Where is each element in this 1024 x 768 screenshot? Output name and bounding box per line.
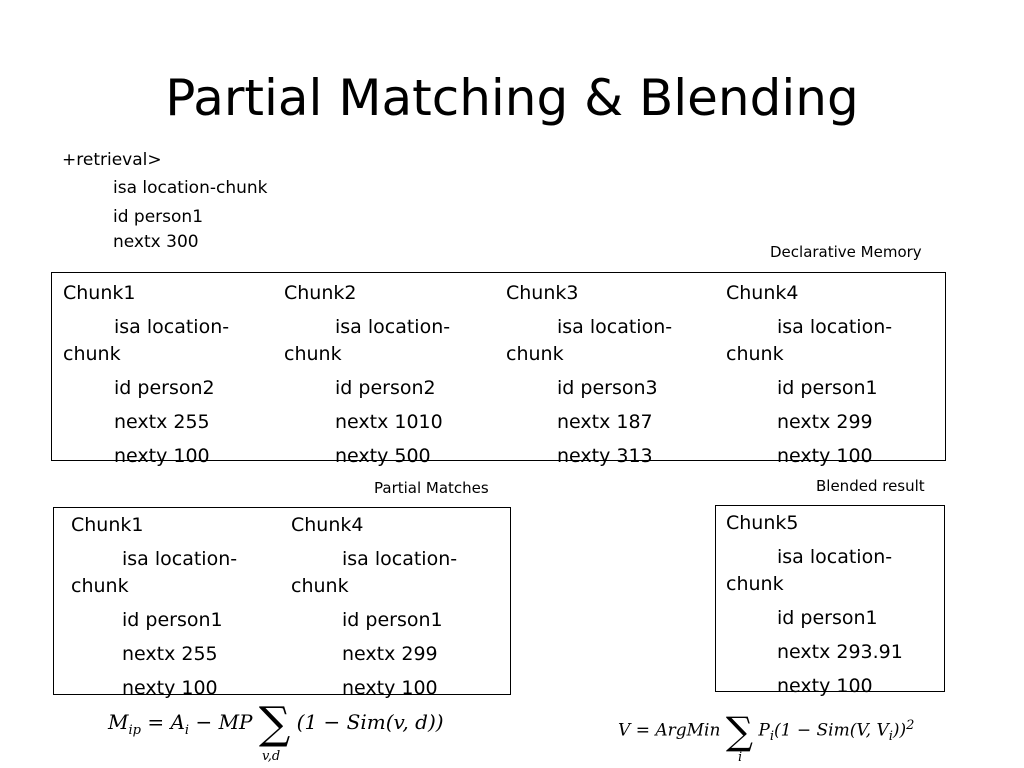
chunk-nextx: nextx 299 — [342, 643, 438, 665]
chunk-name: Chunk1 — [63, 282, 136, 304]
chunk-isa: isa location-chunk — [506, 316, 673, 365]
chunk-name: Chunk1 — [71, 514, 144, 536]
partial-matches-label: Partial Matches — [374, 479, 489, 497]
formula-v: V — [618, 720, 631, 741]
formula-p-sub: i — [769, 729, 774, 745]
formula-argmin: ArgMin — [655, 720, 721, 741]
chunk-isa: isa location-chunk — [291, 548, 458, 597]
dm-chunk3: Chunk3 isa location-chunk id person3 nex… — [506, 280, 696, 470]
chunk-nextx: nextx 187 — [557, 411, 653, 433]
formula-sum-limit: v,d — [262, 749, 281, 764]
formula-a: A — [170, 710, 185, 734]
formula-close: )) — [892, 720, 907, 741]
blending-formula: V = ArgMin ∑ Pi(1 − Sim(V, Vi))2 — [618, 706, 914, 757]
blended-result-label: Blended result — [816, 477, 925, 495]
formula-a-sub: i — [184, 723, 190, 738]
retrieval-isa: isa location-chunk — [113, 178, 268, 198]
blended-result-box — [715, 505, 945, 692]
chunk-isa: isa location-chunk — [726, 316, 893, 365]
formula-body: (1 − Sim(V, V — [774, 720, 889, 741]
chunk-nexty: nexty 100 — [777, 445, 873, 467]
declarative-memory-label: Declarative Memory — [770, 243, 922, 261]
chunk-id: id person2 — [114, 377, 215, 399]
chunk-name: Chunk3 — [506, 282, 579, 304]
pm-chunk4: Chunk4 isa location-chunk id person1 nex… — [291, 512, 491, 702]
formula-eq: = — [147, 710, 165, 734]
chunk-nexty: nexty 100 — [342, 677, 438, 699]
chunk-nextx: nextx 255 — [114, 411, 210, 433]
formula-body-sub: i — [888, 729, 893, 745]
chunk-isa: isa location-chunk — [284, 316, 451, 365]
chunk-nexty: nexty 100 — [114, 445, 210, 467]
retrieval-header: +retrieval> — [62, 150, 162, 170]
dm-chunk4: Chunk4 isa location-chunk id person1 nex… — [726, 280, 916, 470]
chunk-name: Chunk2 — [284, 282, 357, 304]
pm-chunk1: Chunk1 isa location-chunk id person1 nex… — [71, 512, 271, 702]
chunk-nextx: nextx 255 — [122, 643, 218, 665]
chunk-name: Chunk4 — [726, 282, 799, 304]
declarative-memory-box — [51, 272, 946, 461]
chunk-nextx: nextx 299 — [777, 411, 873, 433]
partial-matches-box — [53, 507, 511, 695]
retrieval-nextx: nextx 300 — [113, 232, 199, 252]
retrieval-request: +retrieval> isa location-chunk id person… — [62, 150, 322, 253]
formula-lhs-sub: ip — [128, 723, 141, 738]
chunk-isa: isa location-chunk — [63, 316, 230, 365]
formula-body: (1 − Sim(v, d)) — [296, 710, 444, 734]
sum-symbol: ∑ — [258, 697, 291, 749]
chunk-id: id person1 — [342, 609, 443, 631]
blend-sum-limit: i — [738, 750, 743, 765]
chunk-nexty: nexty 500 — [335, 445, 431, 467]
formula-mp: MP — [218, 710, 253, 734]
formula-power: 2 — [906, 718, 915, 733]
dm-chunk1: Chunk1 isa location-chunk id person2 nex… — [63, 280, 253, 470]
formula-lhs: M — [108, 710, 129, 734]
formula-p: P — [758, 720, 770, 741]
chunk-isa: isa location-chunk — [71, 548, 238, 597]
chunk-nextx: nextx 1010 — [335, 411, 443, 433]
retrieval-id: id person1 — [113, 207, 204, 227]
chunk-id: id person2 — [335, 377, 436, 399]
chunk-nexty: nexty 100 — [122, 677, 218, 699]
sum-symbol: ∑ — [725, 709, 753, 754]
blended-chunk5: Chunk5 isa location-chunk id person1 nex… — [726, 510, 926, 700]
dm-chunk2: Chunk2 isa location-chunk id person2 nex… — [284, 280, 474, 470]
chunk-nexty: nexty 100 — [777, 675, 873, 697]
chunk-id: id person3 — [557, 377, 658, 399]
chunk-nexty: nexty 313 — [557, 445, 653, 467]
page-title: Partial Matching & Blending — [165, 69, 859, 127]
chunk-isa: isa location-chunk — [726, 546, 893, 595]
formula-eq: = — [635, 720, 650, 741]
partial-matching-formula: Mip = Ai − MP ∑ (1 − Sim(v, d)) — [108, 700, 444, 753]
chunk-name: Chunk5 — [726, 512, 799, 534]
chunk-name: Chunk4 — [291, 514, 364, 536]
chunk-id: id person1 — [777, 607, 878, 629]
formula-minus: − — [195, 710, 213, 734]
chunk-nextx: nextx 293.91 — [777, 641, 903, 663]
chunk-id: id person1 — [122, 609, 223, 631]
chunk-id: id person1 — [777, 377, 878, 399]
